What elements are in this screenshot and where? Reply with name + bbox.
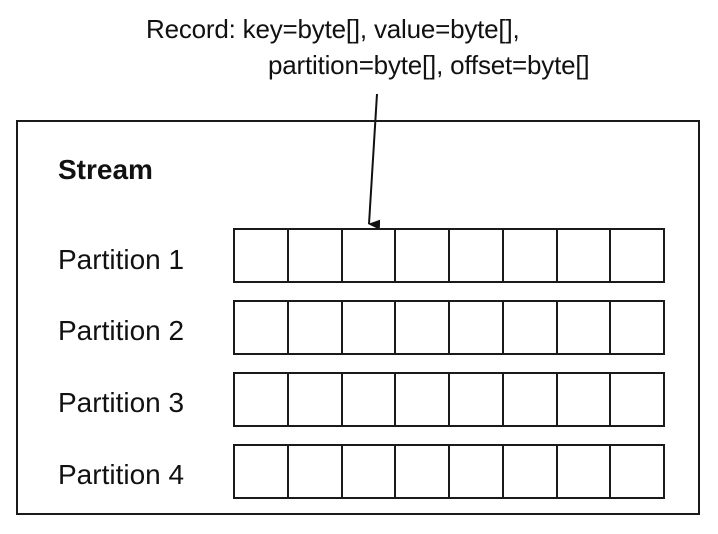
record-cell (504, 374, 558, 425)
partition-row-3 (233, 372, 665, 427)
partition-label-3: Partition 3 (58, 387, 185, 418)
record-cell (289, 374, 343, 425)
record-cell (450, 446, 504, 497)
record-cell (558, 302, 612, 353)
record-cell (558, 446, 612, 497)
record-cell (235, 374, 289, 425)
partition-row-1 (233, 228, 665, 283)
record-cell (504, 230, 558, 281)
record-cell (450, 374, 504, 425)
record-cell (289, 302, 343, 353)
record-cell (235, 446, 289, 497)
record-cell (558, 374, 612, 425)
partition-label-2: Partition 2 (58, 315, 185, 346)
record-cell (235, 230, 289, 281)
record-cell (343, 446, 397, 497)
stream-container (16, 120, 700, 515)
record-cell (611, 446, 663, 497)
record-cell (611, 302, 663, 353)
record-cell (558, 230, 612, 281)
partition-label-4: Partition 4 (58, 459, 185, 490)
record-cell (611, 374, 663, 425)
record-cell (343, 230, 397, 281)
record-cell (396, 302, 450, 353)
stream-title: Stream (58, 154, 153, 185)
partition-row-4 (233, 444, 665, 499)
record-cell (396, 446, 450, 497)
partition-label-1: Partition 1 (58, 244, 185, 275)
record-annotation-line-2: partition=byte[], offset=byte[] (268, 50, 590, 80)
partition-row-2 (233, 300, 665, 355)
record-cell (343, 302, 397, 353)
record-cell (450, 230, 504, 281)
record-cell (396, 374, 450, 425)
record-cell (450, 302, 504, 353)
record-annotation-line-1: Record: key=byte[], value=byte[], (146, 14, 520, 44)
record-cell (504, 446, 558, 497)
record-cell (611, 230, 663, 281)
record-cell (289, 230, 343, 281)
record-cell (343, 374, 397, 425)
record-cell (504, 302, 558, 353)
record-cell (289, 446, 343, 497)
record-cell (396, 230, 450, 281)
record-cell (235, 302, 289, 353)
